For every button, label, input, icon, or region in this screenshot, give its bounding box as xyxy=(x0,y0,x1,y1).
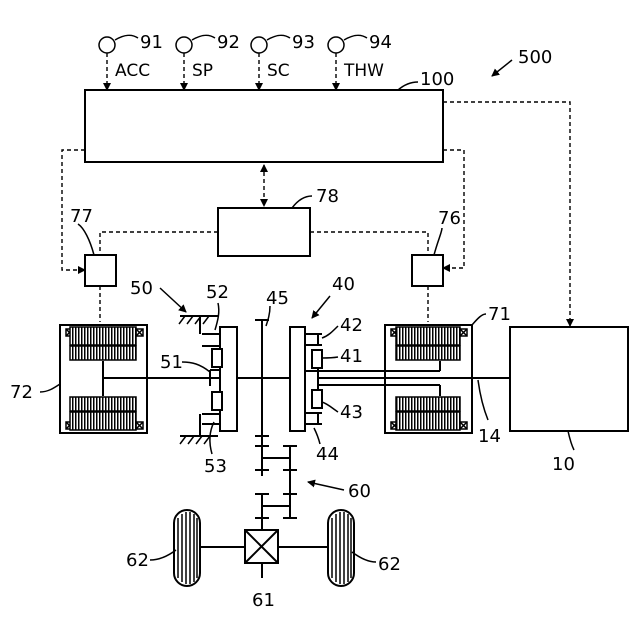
inverter-77-ref: 77 xyxy=(70,206,93,227)
sensor-91: 91 ACC xyxy=(99,32,163,90)
inverter-76-box xyxy=(412,255,443,286)
engine-box xyxy=(510,327,628,431)
link-78-76 xyxy=(310,232,428,255)
planetary-40-ref: 40 xyxy=(332,274,355,295)
shaft-14-ref: 14 xyxy=(478,426,501,447)
sensor-93-ref: 93 xyxy=(292,32,315,53)
inverter-77-box xyxy=(85,255,116,286)
system-ref: 500 xyxy=(518,47,552,68)
planetary-50 xyxy=(179,316,237,444)
differential-ref: 61 xyxy=(252,590,275,611)
unit-78-ref: 78 xyxy=(316,186,339,207)
wheel-right-ref: 62 xyxy=(378,554,401,575)
wheel-left-ref: 62 xyxy=(126,550,149,571)
differential-61 xyxy=(245,530,278,578)
motor-72-ref: 72 xyxy=(10,382,33,403)
controller-box xyxy=(85,90,443,162)
sensor-93: 93 SC xyxy=(251,32,315,90)
motor-71-ref: 71 xyxy=(488,304,511,325)
sensor-91-ref: 91 xyxy=(140,32,163,53)
gear-41-ref: 41 xyxy=(340,346,363,367)
unit-78-box xyxy=(218,208,310,256)
gear-train-60-ref: 60 xyxy=(348,481,371,502)
link-78-77 xyxy=(100,232,218,255)
controller-ref: 100 xyxy=(420,69,454,90)
signal-line-engine xyxy=(443,102,570,326)
gear-53-ref: 53 xyxy=(204,456,227,477)
shaft-45-ref: 45 xyxy=(266,288,289,309)
planetary-40 xyxy=(290,327,322,431)
brake-mech-ref: 50 xyxy=(130,278,153,299)
sensor-92-signal: SP xyxy=(192,61,213,81)
wheel-right xyxy=(328,510,354,586)
sensor-94-ref: 94 xyxy=(369,32,392,53)
gear-52-ref: 52 xyxy=(206,282,229,303)
gear-44-ref: 44 xyxy=(316,444,339,465)
gear-train-60 xyxy=(255,436,297,530)
sensor-94-signal: THW xyxy=(343,61,384,81)
gear-42-ref: 42 xyxy=(340,315,363,336)
sensor-93-signal: SC xyxy=(267,61,290,81)
wheel-left xyxy=(174,510,200,586)
sensor-92: 92 SP xyxy=(176,32,240,90)
inverter-76-ref: 76 xyxy=(438,208,461,229)
engine-ref: 10 xyxy=(552,454,575,475)
sensor-92-ref: 92 xyxy=(217,32,240,53)
gear-43-ref: 43 xyxy=(340,402,363,423)
system-label: 500 xyxy=(492,47,552,76)
gear-51-ref: 51 xyxy=(160,352,183,373)
sensor-91-signal: ACC xyxy=(115,61,150,81)
sensor-94: 94 THW xyxy=(328,32,392,90)
